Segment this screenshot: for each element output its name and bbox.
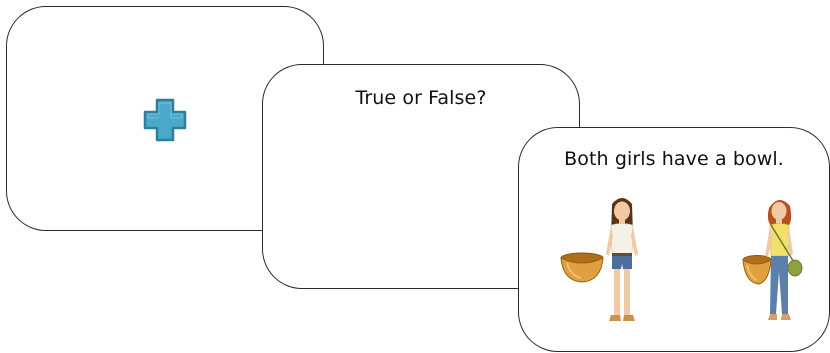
fixation-cross-icon <box>143 98 187 142</box>
question-text: True or False? <box>355 87 487 109</box>
statement-text: Both girls have a bowl. <box>564 148 784 170</box>
bowl-icon <box>560 252 604 283</box>
girl-icon <box>606 198 638 321</box>
girl-icon <box>765 199 803 320</box>
statement-card: Both girls have a bowl. <box>518 127 830 352</box>
bowl-icon <box>742 255 771 285</box>
